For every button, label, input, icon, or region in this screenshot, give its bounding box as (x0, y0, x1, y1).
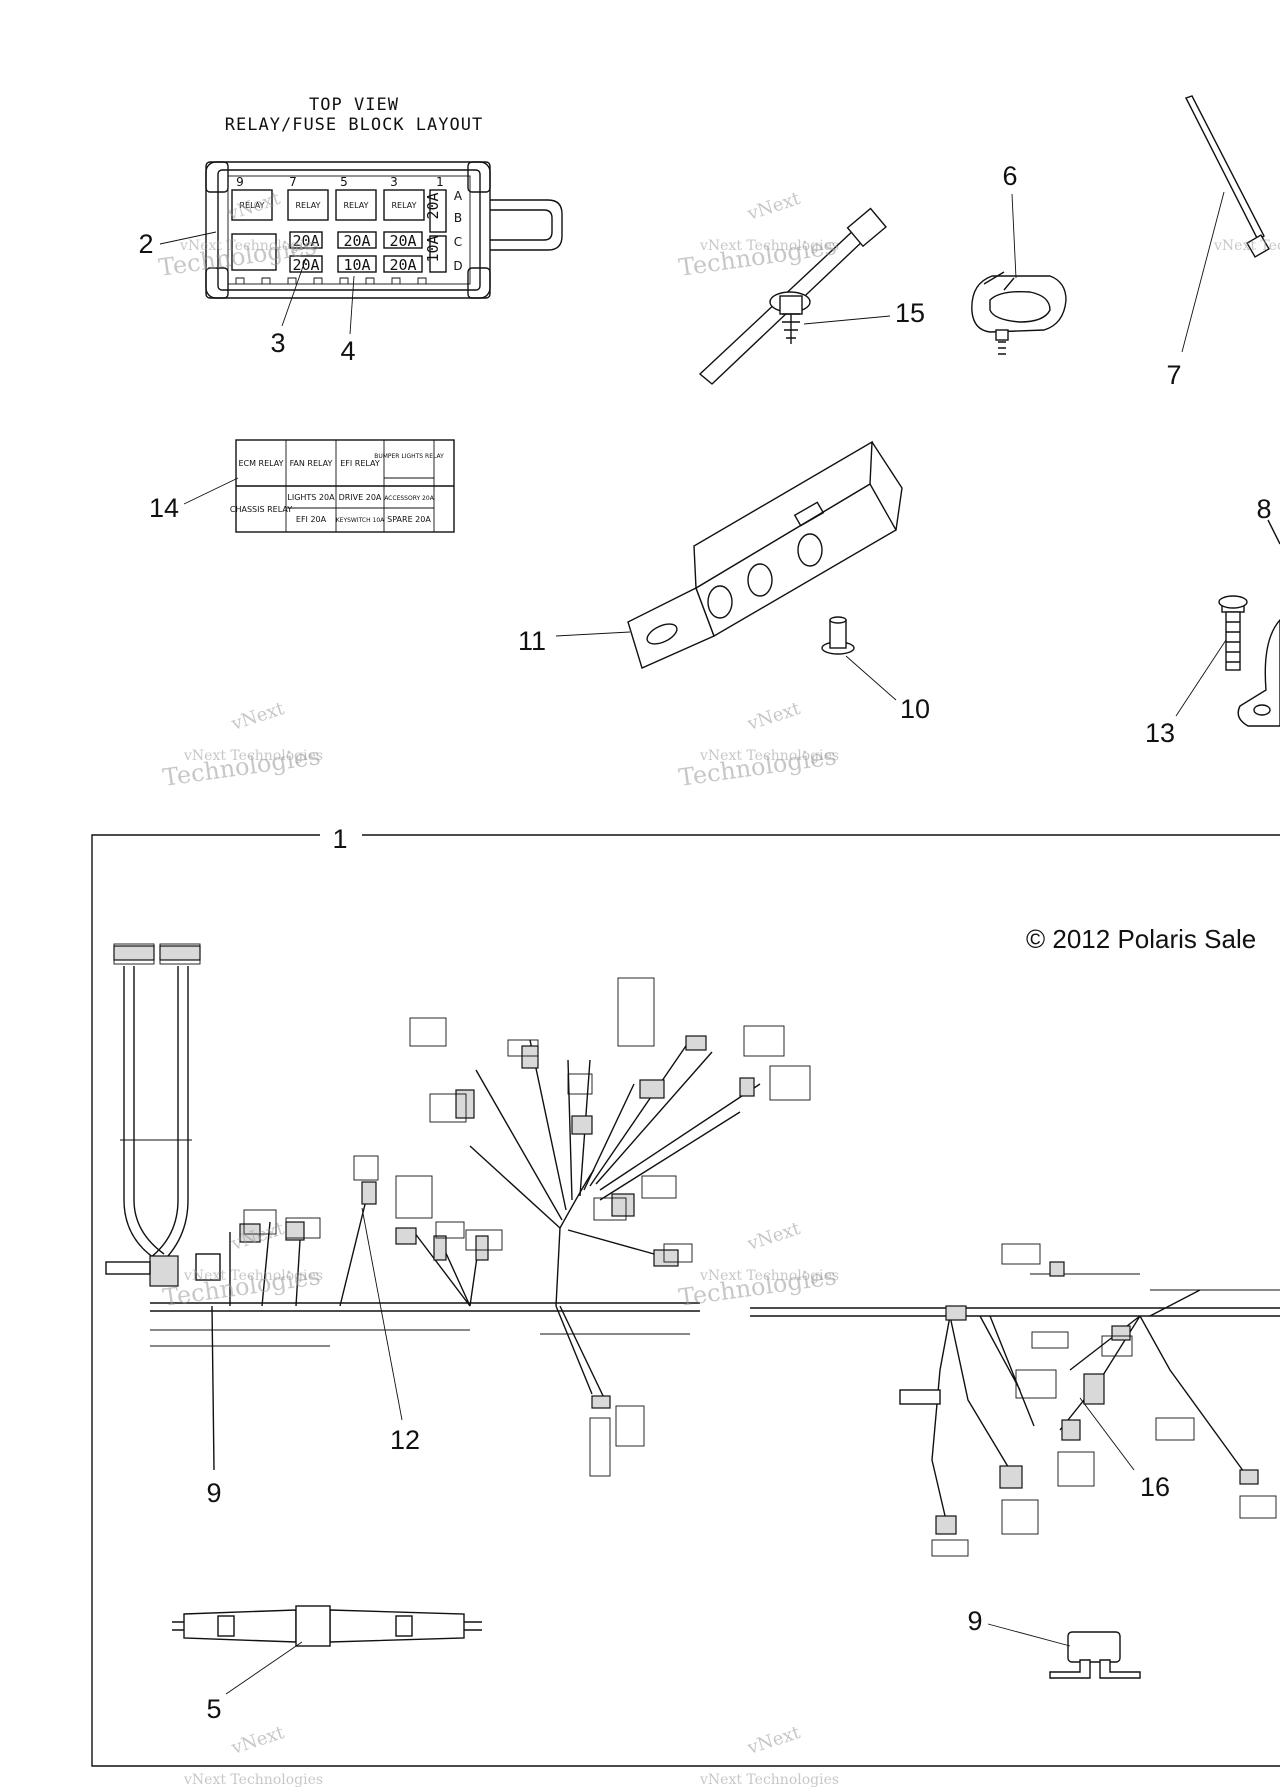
callout-6: 6 (1002, 161, 1017, 191)
label-cell: DRIVE 20A (339, 493, 382, 502)
harness-clip (971, 271, 1067, 355)
watermark-logo-text: vNext (228, 1722, 287, 1759)
fuse-value: 20A (292, 256, 319, 274)
row-letter: A (454, 189, 463, 203)
callout-15: 15 (895, 298, 925, 328)
side-fuse-value: 20A (424, 192, 442, 219)
callout-16: 16 (1140, 1472, 1170, 1502)
fuse-value: 20A (389, 256, 416, 274)
callout-2: 2 (138, 229, 153, 259)
watermark-text: vNext Technologies (179, 238, 319, 254)
callout-8: 8 (1256, 494, 1271, 524)
fuse-value: 20A (343, 232, 370, 250)
label-cell: ACCESSORY 20A (384, 495, 435, 502)
watermark-logo-text: vNext (744, 188, 803, 225)
callout-9-harness: 9 (206, 1478, 221, 1508)
fuse-value: 10A (343, 256, 370, 274)
label-cell: FAN RELAY (290, 459, 333, 468)
label-cell: LIGHTS 20A (287, 493, 335, 502)
label-cell: EFI 20A (296, 515, 327, 524)
connector-tables (113, 943, 1277, 1557)
watermark-logo-text: vNext (744, 1218, 803, 1255)
main-harness-frame (91, 834, 1280, 1767)
relay-label: RELAY (240, 201, 265, 210)
watermark-text: vNext Technologies (699, 1268, 839, 1284)
relay-label: RELAY (296, 201, 321, 210)
label-cell: SPARE 20A (387, 515, 431, 524)
watermark-text: vNext Technologies (1213, 238, 1280, 254)
column-number: 5 (340, 175, 348, 189)
callout-7: 7 (1166, 360, 1181, 390)
column-number: 7 (289, 175, 297, 189)
column-number: 9 (236, 175, 244, 189)
label-cell: KEYSWITCH 10A (336, 517, 385, 524)
relay-fuse-block: TOP VIEW RELAY/FUSE BLOCK LAYOUT 9 7 5 3… (205, 95, 563, 299)
row-letter: B (454, 211, 462, 225)
fuse-value: 20A (292, 232, 319, 250)
relay-label: RELAY (344, 201, 369, 210)
watermark: vNext vNext Technologies Technologies vN… (157, 188, 1280, 1788)
cable-tie-mount (698, 207, 887, 385)
callout-14: 14 (149, 493, 179, 523)
fuse-block-title-line1: TOP VIEW (309, 95, 399, 115)
fuse-value: 20A (389, 232, 416, 250)
watermark-text: vNext Technologies (183, 748, 323, 764)
bolt-and-bracket (1218, 519, 1280, 727)
callout-12: 12 (390, 1425, 420, 1455)
watermark-text: vNext Technologies (699, 238, 839, 254)
label-cell: BUMPER LIGHTS RELAY (374, 453, 444, 460)
callout-10: 10 (900, 694, 930, 724)
watermark-logo-text: vNext (744, 1722, 803, 1759)
callout-11: 11 (518, 626, 546, 656)
side-fuse-value: 10A (424, 235, 442, 262)
callout-1: 1 (332, 824, 347, 854)
label-cell: CHASSIS RELAY (230, 505, 292, 514)
relay-label: RELAY (392, 201, 417, 210)
callout-4: 4 (340, 336, 355, 366)
watermark-text: vNext Technologies (699, 1772, 839, 1788)
label-cell: EFI RELAY (340, 459, 380, 468)
long-cable-tie (1185, 95, 1270, 258)
inline-connector (172, 1605, 482, 1647)
fuse-label-card: ECM RELAY FAN RELAY EFI RELAY BUMPER LIG… (230, 439, 455, 533)
wiring-harness (105, 945, 1280, 1535)
mounting-bracket (627, 440, 903, 669)
callout-5: 5 (206, 1694, 221, 1724)
callout-13: 13 (1145, 718, 1175, 748)
watermark-logo-text: vNext (228, 698, 287, 735)
watermark-text: vNext Technologies (183, 1772, 323, 1788)
edge-clip (1049, 1631, 1141, 1679)
watermark-text: vNext Technologies (183, 1268, 323, 1284)
push-rivet (821, 616, 855, 655)
row-letter: D (453, 259, 462, 273)
row-letter: C (454, 235, 462, 249)
column-number: 3 (390, 175, 398, 189)
column-number: 1 (436, 175, 444, 189)
watermark-text: vNext Technologies (699, 748, 839, 764)
copyright-text: © 2012 Polaris Sale (1026, 924, 1256, 954)
label-cell: ECM RELAY (238, 459, 283, 468)
callout-3: 3 (270, 328, 285, 358)
fuse-block-title-line2: RELAY/FUSE BLOCK LAYOUT (225, 115, 483, 135)
callout-9-clip: 9 (967, 1606, 982, 1636)
watermark-logo-text: vNext (744, 698, 803, 735)
